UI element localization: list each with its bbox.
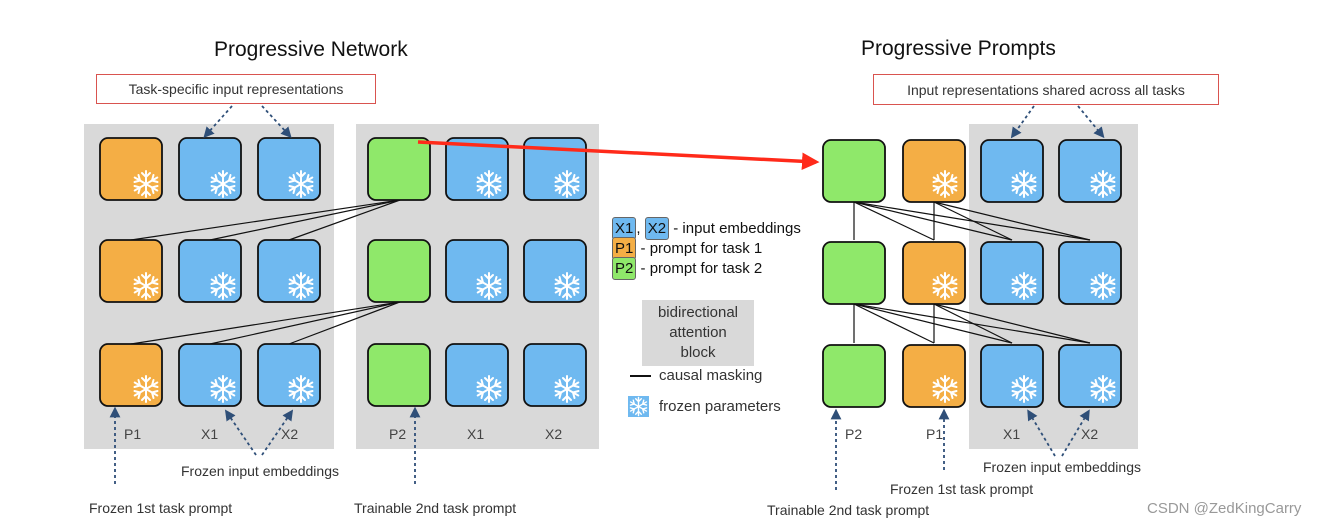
right-connections bbox=[853, 201, 1091, 344]
rblock-x2-row2 bbox=[1058, 241, 1122, 305]
attention-block-legend: bidirectional attention block bbox=[642, 300, 754, 366]
col-label-x1b: X1 bbox=[467, 426, 485, 442]
left-frozen-embeddings: Frozen input embeddings bbox=[181, 463, 339, 479]
legend-frozen: frozen parameters bbox=[659, 398, 781, 415]
rblock-p1-row1 bbox=[902, 139, 966, 203]
block-p2-row2 bbox=[367, 239, 431, 303]
legend-x2-tag: X2 bbox=[644, 217, 670, 240]
block-x2b-row3 bbox=[523, 343, 587, 407]
legend-p2-tag: P2 bbox=[612, 257, 637, 280]
block-x1b-row3 bbox=[445, 343, 509, 407]
block-x2b-row2 bbox=[523, 239, 587, 303]
rcol-label-p1: P1 bbox=[926, 426, 944, 442]
legend-embeddings-text: - input embeddings bbox=[673, 220, 801, 237]
right-trainable-prompt: Trainable 2nd task prompt bbox=[767, 502, 930, 518]
left-title: Progressive Network bbox=[214, 38, 408, 61]
col-label-x1: X1 bbox=[201, 426, 219, 442]
rcol-label-x1: X1 bbox=[1003, 426, 1021, 442]
block-x2-row3 bbox=[257, 343, 321, 407]
left-input-box: Task-specific input representations bbox=[96, 74, 376, 104]
block-x1b-row2 bbox=[445, 239, 509, 303]
rblock-x2-row3 bbox=[1058, 344, 1122, 408]
left-connections bbox=[130, 199, 401, 345]
block-x1-row1 bbox=[178, 137, 242, 201]
right-frozen-embeddings: Frozen input embeddings bbox=[983, 459, 1141, 475]
block-x2-row2 bbox=[257, 239, 321, 303]
left-frozen-prompt: Frozen 1st task prompt bbox=[89, 500, 233, 516]
transfer-arrow bbox=[417, 140, 820, 171]
dotted-arrows bbox=[109, 105, 1105, 490]
right-title: Progressive Prompts bbox=[861, 37, 1056, 60]
legend-p1-text: - prompt for task 1 bbox=[640, 240, 763, 257]
block-x1-row2 bbox=[178, 239, 242, 303]
rblock-p2-row3 bbox=[822, 344, 886, 408]
right-frozen-prompt: Frozen 1st task prompt bbox=[890, 481, 1034, 497]
legend-p1: P1 - prompt for task 1 bbox=[612, 237, 762, 260]
col-label-p1: P1 bbox=[124, 426, 142, 442]
rcol-label-x2: X2 bbox=[1081, 426, 1099, 442]
block-p2-row3 bbox=[367, 343, 431, 407]
legend-comma: , bbox=[636, 220, 641, 237]
rblock-x1-row3 bbox=[980, 344, 1044, 408]
col-label-x2: X2 bbox=[281, 426, 299, 442]
block-p2-row1 bbox=[367, 137, 431, 201]
rblock-x2-row1 bbox=[1058, 139, 1122, 203]
right-input-box: Input representations shared across all … bbox=[873, 74, 1219, 105]
legend-p2: P2 - prompt for task 2 bbox=[612, 257, 762, 280]
col-label-x2b: X2 bbox=[545, 426, 563, 442]
legend-x1-tag: X1 bbox=[612, 217, 637, 240]
legend-causal: causal masking bbox=[659, 367, 763, 384]
rblock-p1-row2 bbox=[902, 241, 966, 305]
col-label-p2: P2 bbox=[389, 426, 407, 442]
block-x2-row1 bbox=[257, 137, 321, 201]
rblock-x1-row1 bbox=[980, 139, 1044, 203]
legend-p2-text: - prompt for task 2 bbox=[640, 260, 763, 277]
legend-embeddings: X1, X2 - input embeddings bbox=[612, 217, 801, 240]
block-x1-row3 bbox=[178, 343, 242, 407]
rblock-p2-row1 bbox=[822, 139, 886, 203]
rblock-p1-row3 bbox=[902, 344, 966, 408]
watermark: CSDN @ZedKingCarry bbox=[1147, 500, 1302, 517]
block-x2b-row1 bbox=[523, 137, 587, 201]
left-trainable-prompt: Trainable 2nd task prompt bbox=[354, 500, 517, 516]
block-x1b-row1 bbox=[445, 137, 509, 201]
rblock-p2-row2 bbox=[822, 241, 886, 305]
rcol-label-p2: P2 bbox=[845, 426, 863, 442]
rblock-x1-row2 bbox=[980, 241, 1044, 305]
